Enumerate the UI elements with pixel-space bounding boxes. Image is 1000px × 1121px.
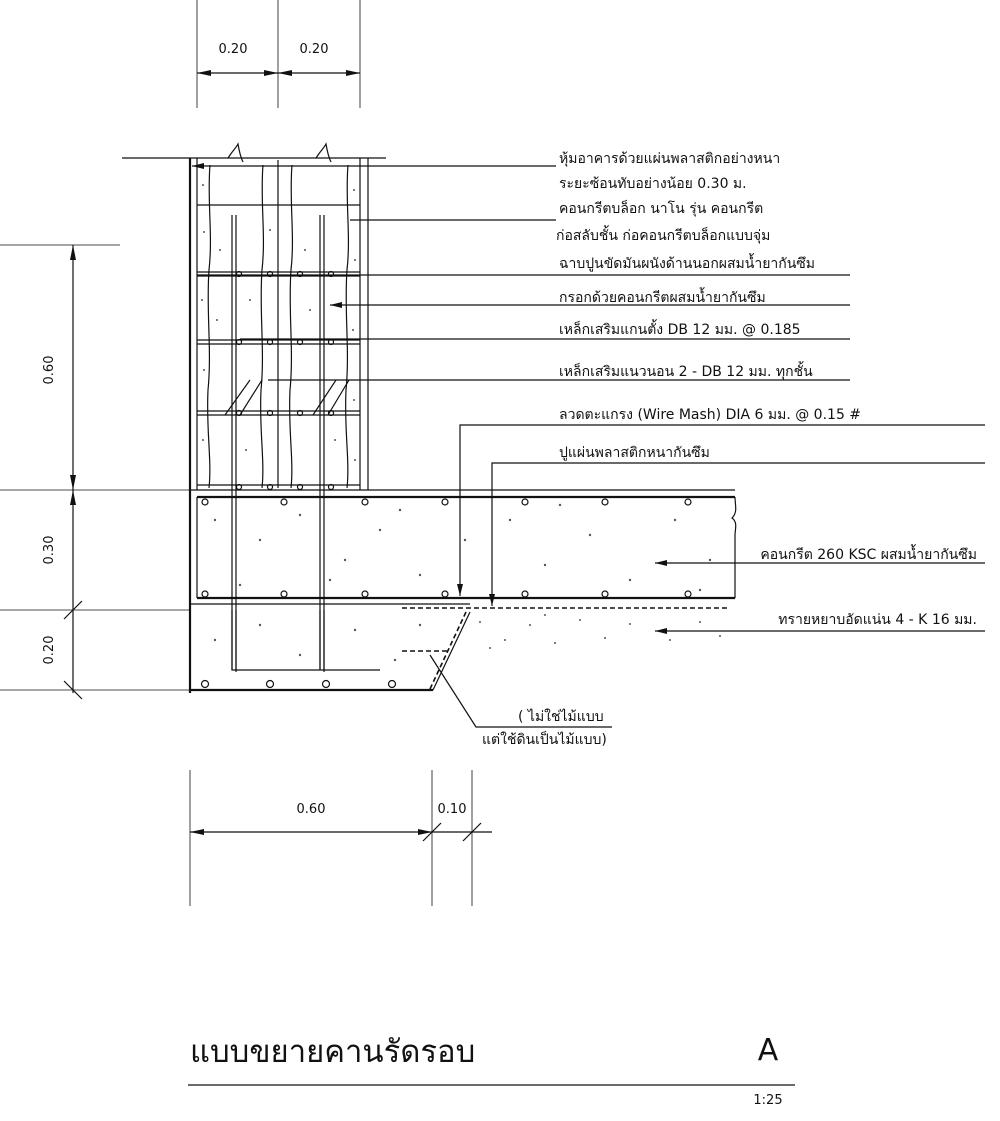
drawing-scale: 1:25 (753, 1093, 782, 1108)
top-dimension: 0.20 0.20 (196, 0, 361, 108)
note-vertical-rebar: เหล็กเสริมแกนตั้ง DB 12 มม. @ 0.185 (559, 319, 801, 338)
bottom-dimension: 0.60 0.10 (189, 770, 492, 906)
callout-notes: หุ้มอาคารด้วยแผ่นพลาสติกอย่างหนา ระยะซ้อ… (482, 151, 977, 748)
note-formwork-line1: ( ไม่ใช่ไม้แบบ (518, 708, 604, 725)
dim-bottom-width: 0.60 (297, 802, 326, 817)
note-wire-mesh: ลวดตะแกรง (Wire Mash) DIA 6 มม. @ 0.15 # (559, 407, 861, 423)
note-formwork-line2: แต่ใช้ดินเป็นไม้แบบ) (482, 730, 607, 748)
dim-left-wall: 0.60 (42, 356, 57, 385)
tie-beam (190, 489, 737, 692)
dim-bottom-slope: 0.10 (438, 802, 467, 817)
dim-left-beam: 0.30 (42, 536, 57, 565)
note-plastic-wrap: หุ้มอาคารด้วยแผ่นพลาสติกอย่างหนา (559, 151, 780, 167)
note-laying: ก่อสลับชั้น ก่อคอนกรีตบล็อกแบบจุ่ม (556, 225, 770, 244)
left-dimension: 0.60 0.30 0.20 (0, 244, 190, 700)
detail-mark: A (758, 1033, 779, 1068)
note-plastic-sheet: ปูแผ่นพลาสติกหนากันซึม (559, 445, 710, 461)
dim-top-left: 0.20 (219, 42, 248, 57)
note-plaster: ฉาบปูนขัดมันผนังด้านนอกผสมน้ำยากันซึม (559, 253, 815, 272)
dim-left-base: 0.20 (42, 636, 57, 665)
note-block-type: คอนกรีตบล็อก นาโน รุ่น คอนกรีต (559, 199, 763, 217)
note-concrete: คอนกรีต 260 KSC ผสมน้ำยากันซึม (760, 544, 977, 563)
leader-lines (192, 163, 985, 728)
title-block: แบบขยายคานรัดรอบ A 1:25 (188, 1033, 795, 1108)
dim-top-right: 0.20 (300, 42, 329, 57)
drawing-title: แบบขยายคานรัดรอบ (190, 1034, 475, 1070)
block-wall (122, 142, 386, 693)
note-overlap: ระยะซ้อนทับอย่างน้อย 0.30 ม. (559, 176, 747, 192)
note-sand: ทรายหยาบอัดแน่น 4 - K 16 มม. (778, 612, 977, 628)
note-horizontal-rebar: เหล็กเสริมแนวนอน 2 - DB 12 มม. ทุกชั้น (559, 361, 813, 380)
note-grout: กรอกด้วยคอนกรีตผสมน้ำยากันซึม (559, 287, 766, 306)
